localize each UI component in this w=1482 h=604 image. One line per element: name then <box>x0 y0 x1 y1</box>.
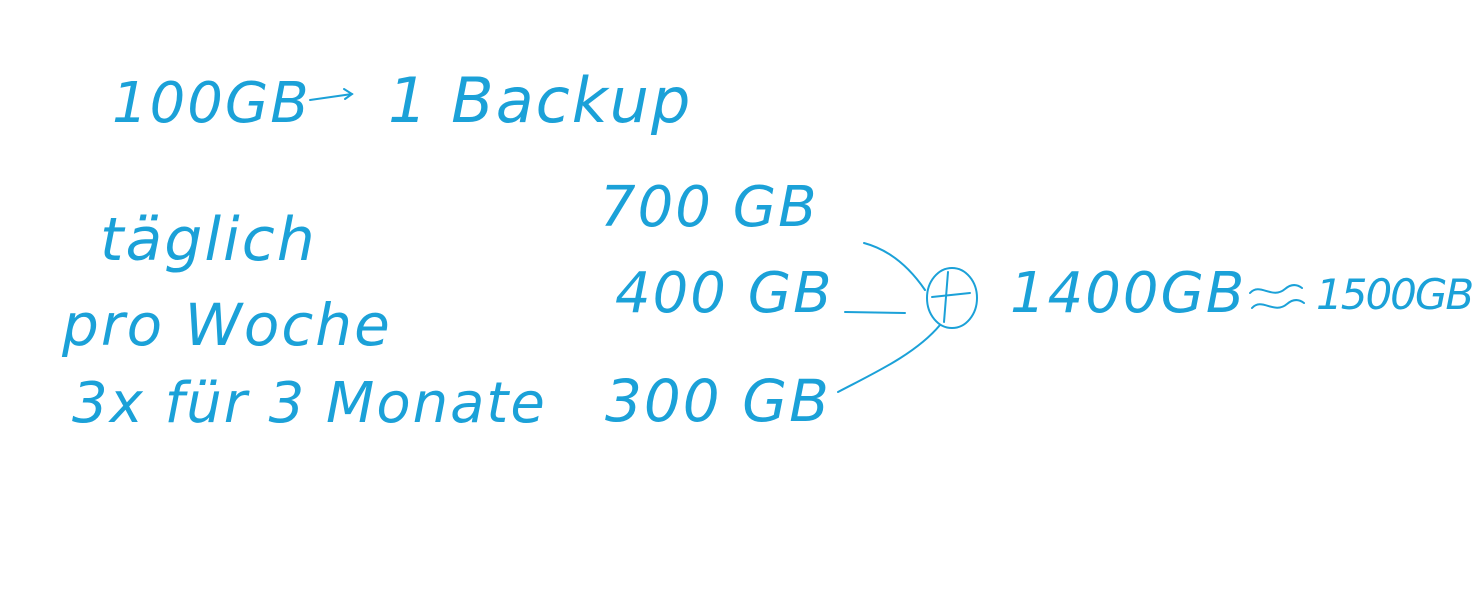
circled-plus-icon <box>926 267 978 329</box>
sum-rounded: 1500GB <box>1316 270 1474 319</box>
top-amount: 100GB <box>112 71 311 136</box>
size-daily: 700 GB <box>600 175 819 240</box>
right-arrow-icon <box>309 88 354 101</box>
size-weekly: 400 GB <box>615 261 834 326</box>
sum-connector-lines <box>837 242 941 393</box>
approx-icon <box>1249 284 1305 309</box>
size-three-months: 300 GB <box>605 367 831 435</box>
top-result: 1 Backup <box>388 64 693 137</box>
label-daily: täglich <box>100 205 317 275</box>
label-three-months: 3x für 3 Monate <box>72 371 547 436</box>
sum-total: 1400GB <box>1010 261 1247 326</box>
label-weekly: pro Woche <box>62 291 392 359</box>
